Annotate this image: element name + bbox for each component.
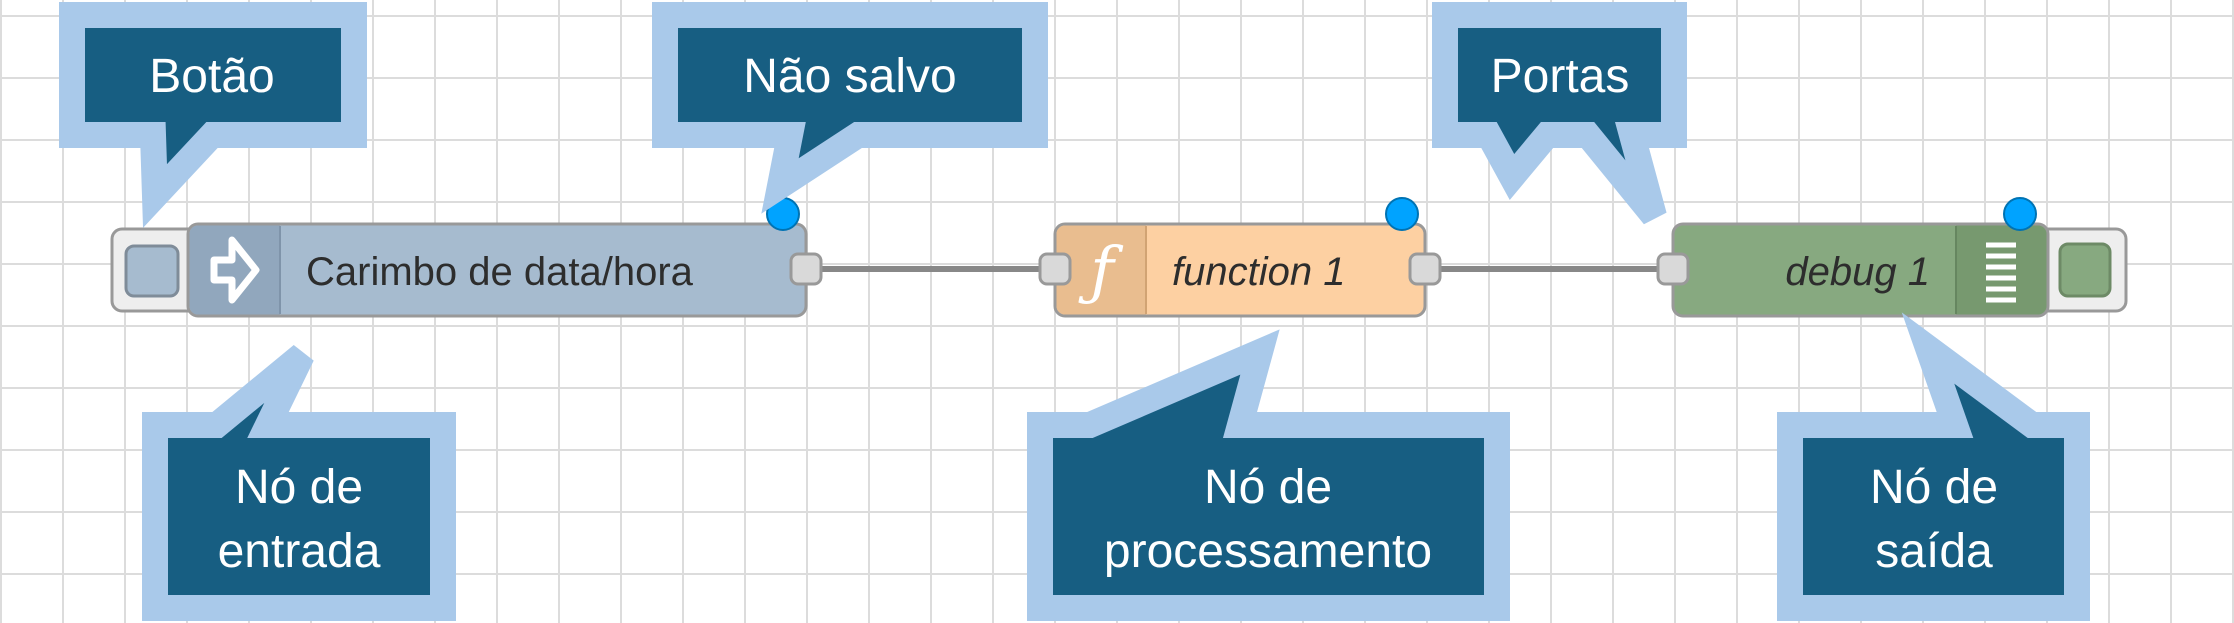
debug-node-label: debug 1 — [1785, 250, 1930, 294]
callout-line-1: Nó de — [235, 461, 363, 514]
inject-button-square[interactable] — [124, 244, 180, 298]
callout-line-1: Nó de — [1204, 461, 1332, 514]
callout-output-node: Nó de saída — [1777, 312, 2090, 621]
debug-toggle-square[interactable] — [2058, 242, 2112, 298]
debug-node[interactable]: debug 1 — [1656, 197, 2128, 318]
callout-shape — [1432, 2, 1687, 225]
inject-node[interactable]: Carimbo de data/hora — [110, 197, 823, 318]
function-output-port[interactable] — [1408, 252, 1442, 286]
callout-line-1: Nó de — [1870, 461, 1998, 514]
callout-line-2: entrada — [218, 525, 381, 578]
callout-button: Botão — [59, 2, 367, 228]
debug-icon-area — [1956, 225, 2047, 315]
callout-shape — [59, 2, 367, 228]
arrow-in-icon — [210, 236, 260, 304]
callout-line-1: Portas — [1491, 50, 1630, 103]
inject-output-port[interactable] — [789, 252, 823, 286]
inject-node-label: Carimbo de data/hora — [306, 250, 694, 294]
debug-changed-indicator — [2003, 197, 2037, 231]
function-node[interactable]: ƒ function 1 — [1038, 197, 1442, 318]
function-changed-indicator — [1385, 197, 1419, 231]
callout-line-2: saída — [1875, 525, 1993, 578]
callout-ports: Portas — [1432, 2, 1687, 225]
callout-line-1: Não salvo — [743, 50, 956, 103]
callout-line-1: Botão — [149, 50, 274, 103]
callout-shape — [142, 344, 456, 621]
debug-input-port[interactable] — [1656, 252, 1690, 286]
function-icon-area — [1056, 225, 1146, 315]
callout-shape — [652, 2, 1048, 214]
callout-shape — [1027, 329, 1510, 621]
callout-shape — [1777, 312, 2090, 621]
callout-unsaved: Não salvo — [652, 2, 1048, 214]
callout-processing-node: Nó de processamento — [1027, 329, 1510, 621]
function-input-port[interactable] — [1038, 252, 1072, 286]
list-icon — [1986, 242, 2016, 303]
callout-line-2: processamento — [1104, 525, 1432, 578]
inject-icon-area — [189, 225, 280, 315]
callout-input-node: Nó de entrada — [142, 344, 456, 621]
function-node-label: function 1 — [1172, 250, 1345, 294]
